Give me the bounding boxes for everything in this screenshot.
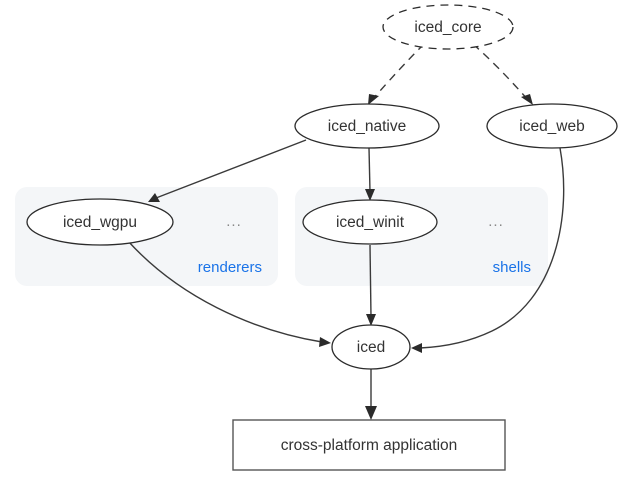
arrow-head-icon <box>365 189 375 201</box>
edge-line <box>419 147 565 349</box>
node-iced-core[interactable]: iced_core <box>382 4 514 50</box>
node-application-shape[interactable] <box>232 419 506 471</box>
arrow-head-icon <box>148 193 160 202</box>
arrow-head-icon <box>319 337 331 347</box>
cluster-shells-ellipsis: ... <box>488 213 504 230</box>
node-iced-wgpu-shape[interactable] <box>26 198 174 246</box>
node-iced-winit[interactable]: iced_winit <box>302 199 438 245</box>
edge-iced-to-application <box>365 369 377 420</box>
node-iced-core-label: iced_core <box>414 19 481 36</box>
node-iced-native-shape[interactable] <box>294 103 440 149</box>
edge-line <box>369 244 372 318</box>
node-iced-wgpu-label: iced_wgpu <box>63 214 137 231</box>
node-iced-winit-shape[interactable] <box>302 199 438 245</box>
edge-line <box>368 147 371 193</box>
node-iced-web-shape[interactable] <box>486 103 618 149</box>
edge-line <box>472 43 529 101</box>
edge-line <box>371 43 425 101</box>
node-iced-winit-label: iced_winit <box>336 214 405 231</box>
node-iced-native[interactable]: iced_native <box>294 103 440 149</box>
node-iced-web-label: iced_web <box>519 118 585 135</box>
node-iced-native-label: iced_native <box>328 118 406 135</box>
edge-iced-core-to-iced-native <box>368 43 425 105</box>
node-iced-shape[interactable] <box>331 324 411 370</box>
edge-iced-winit-to-iced <box>366 244 376 326</box>
arrow-head-icon <box>365 406 377 420</box>
node-iced-web[interactable]: iced_web <box>486 103 618 149</box>
node-iced-label: iced <box>357 339 385 356</box>
arrow-head-icon <box>521 94 533 105</box>
node-iced-wgpu[interactable]: iced_wgpu <box>26 198 174 246</box>
edge-line <box>127 240 323 343</box>
cluster-renderers-ellipsis: ... <box>226 213 242 230</box>
cluster-renderers-label: renderers <box>198 259 262 276</box>
node-application-label: cross-platform application <box>281 437 458 454</box>
node-application[interactable]: cross-platform application <box>232 419 506 471</box>
edge-iced-wgpu-to-iced <box>127 240 331 347</box>
node-iced[interactable]: iced <box>331 324 411 370</box>
edge-iced-web-to-iced <box>411 147 565 353</box>
arrow-head-icon <box>411 343 422 353</box>
edge-line <box>155 139 307 199</box>
edge-iced-native-to-iced-winit <box>365 147 375 201</box>
edge-iced-native-to-iced-wgpu <box>148 139 307 202</box>
cluster-shells-label: shells <box>493 259 531 276</box>
arrow-head-icon <box>368 94 379 105</box>
edge-iced-core-to-iced-web <box>472 43 533 105</box>
arrow-head-icon <box>366 314 376 326</box>
node-iced-core-shape[interactable] <box>382 4 514 50</box>
